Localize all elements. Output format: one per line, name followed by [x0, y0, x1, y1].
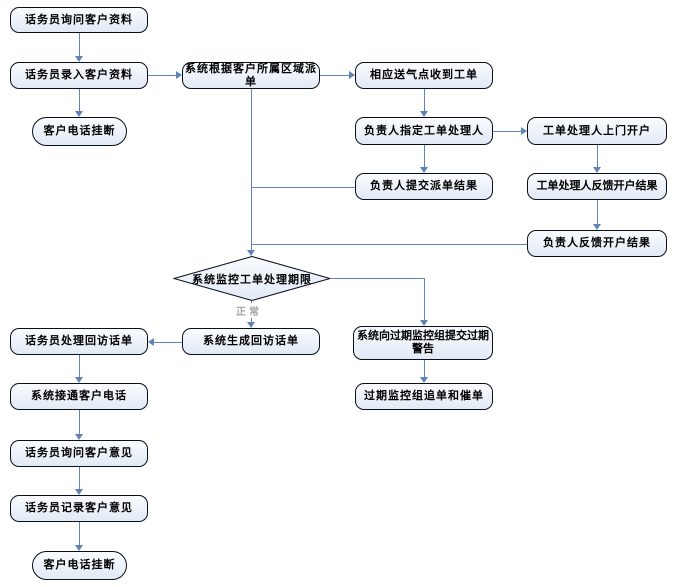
- arrowhead-down-icon: [75, 111, 83, 117]
- edge-ask-opinion-to-record: [79, 467, 80, 489]
- arrowhead-down-icon: [420, 167, 428, 173]
- edge-enter-to-dispatch: [148, 75, 176, 76]
- arrowhead-right-icon: [176, 71, 182, 79]
- flow-node-label: 话务员录入客户资料: [25, 68, 133, 82]
- edge-generate-to-handle-callback: [154, 342, 182, 343]
- flow-node-label: 客户电话挂断: [43, 124, 116, 138]
- arrowhead-down-icon: [593, 167, 601, 173]
- edge-label-normal: 正常: [235, 303, 263, 318]
- edge-assign-to-submit-result: [424, 145, 425, 167]
- flow-node-submit-overdue-warning: 系统向过期监控组提交过期警告: [353, 326, 493, 360]
- flow-node-customer-hangup-top: 客户电话挂断: [32, 117, 127, 146]
- edge-record-to-hangup: [79, 522, 80, 545]
- flow-node-label: 系统根据客户所属区域派单: [185, 61, 317, 88]
- flow-node-gas-point-receives-order: 相应送气点收到工单: [355, 62, 493, 89]
- arrowhead-right-icon: [521, 127, 527, 135]
- arrowhead-down-icon: [75, 545, 83, 551]
- arrowhead-down-icon: [75, 56, 83, 62]
- flow-node-dispatch-by-region: 系统根据客户所属区域派单: [182, 62, 320, 89]
- arrowhead-down-icon: [75, 377, 83, 383]
- flow-node-label: 系统监控工单处理期限: [192, 272, 312, 286]
- diamond-shape: [172, 255, 332, 302]
- arrowhead-down-icon: [420, 320, 428, 326]
- flow-node-label: 负责人反馈开户结果: [543, 236, 651, 250]
- flow-node-label: 系统向过期监控组提交过期警告: [357, 329, 489, 355]
- flow-node-label: 系统生成回访话单: [203, 334, 299, 348]
- flow-node-handler-onsite-opening: 工单处理人上门开户: [527, 117, 667, 145]
- flow-node-label: 系统接通客户电话: [31, 389, 127, 403]
- flow-node-generate-callback-sheet: 系统生成回访话单: [182, 328, 320, 355]
- flow-node-enter-customer-info: 话务员录入客户资料: [10, 62, 148, 89]
- flow-node-handle-callback-sheet: 话务员处理回访话单: [10, 328, 148, 355]
- flow-node-label: 话务员询问客户资料: [25, 12, 133, 26]
- arrowhead-down-icon: [75, 489, 83, 495]
- edge-monitor-to-warning-h: [330, 278, 424, 279]
- arrowhead-down-icon: [593, 224, 601, 230]
- arrowhead-right-icon: [349, 71, 355, 79]
- edge-warning-to-chase: [424, 360, 425, 377]
- edge-dispatch-to-gaspoint: [320, 75, 349, 76]
- arrowhead-down-icon: [420, 377, 428, 383]
- flow-node-connect-customer-phone: 系统接通客户电话: [10, 383, 148, 410]
- edge-enter-to-hangup: [79, 89, 80, 111]
- flow-node-label: 负责人提交派单结果: [370, 179, 478, 193]
- edge-gaspoint-to-assign: [424, 89, 425, 111]
- edge-submit-result-to-trunk: [251, 187, 355, 188]
- flow-node-label: 话务员询问客户意见: [25, 446, 133, 460]
- flow-node-overdue-group-chase-urge: 过期监控组追单和催单: [355, 383, 493, 410]
- arrowhead-left-icon: [148, 338, 154, 346]
- flow-node-label: 负责人指定工单处理人: [364, 123, 484, 137]
- flow-node-ask-customer-info: 话务员询问客户资料: [10, 7, 148, 33]
- arrowhead-down-icon: [247, 322, 255, 328]
- edge-handler-feedback-to-manager-feedback: [597, 200, 598, 224]
- flow-node-assign-order-handler: 负责人指定工单处理人: [355, 117, 493, 145]
- edge-ask-to-enter: [79, 33, 80, 56]
- flow-node-submit-dispatch-result: 负责人提交派单结果: [355, 173, 493, 200]
- edge-manager-feedback-to-trunk: [251, 244, 527, 245]
- flow-node-label: 相应送气点收到工单: [370, 68, 478, 82]
- edge-connect-to-ask-opinion: [79, 410, 80, 434]
- flow-node-customer-hangup-bottom: 客户电话挂断: [32, 551, 127, 580]
- flow-node-monitor-order-deadline: 系统监控工单处理期限: [172, 255, 332, 302]
- flow-node-ask-customer-opinion: 话务员询问客户意见: [10, 440, 148, 467]
- arrowhead-down-icon: [75, 434, 83, 440]
- edge-onsite-to-handler-feedback: [597, 145, 598, 167]
- flow-node-label: 工单处理人上门开户: [543, 123, 651, 137]
- edge-monitor-to-warning-v: [424, 278, 425, 320]
- flow-node-handler-feedback-opening-result: 工单处理人反馈开户结果: [527, 173, 667, 200]
- arrowhead-down-icon: [420, 111, 428, 117]
- flow-node-label: 工单处理人反馈开户结果: [536, 179, 658, 193]
- flow-node-label: 话务员记录客户意见: [25, 501, 133, 515]
- flow-node-manager-feedback-opening-result: 负责人反馈开户结果: [527, 230, 667, 257]
- flow-node-label: 话务员处理回访话单: [25, 334, 133, 348]
- edge-assign-to-onsite: [493, 131, 521, 132]
- arrowhead-down-icon: [247, 250, 255, 256]
- flow-node-record-customer-opinion: 话务员记录客户意见: [10, 495, 148, 522]
- flow-node-label: 过期监控组追单和催单: [364, 389, 484, 403]
- edge-trunk-to-monitor: [251, 89, 252, 250]
- flow-node-label: 客户电话挂断: [43, 558, 116, 572]
- edge-handle-to-connect: [79, 355, 80, 377]
